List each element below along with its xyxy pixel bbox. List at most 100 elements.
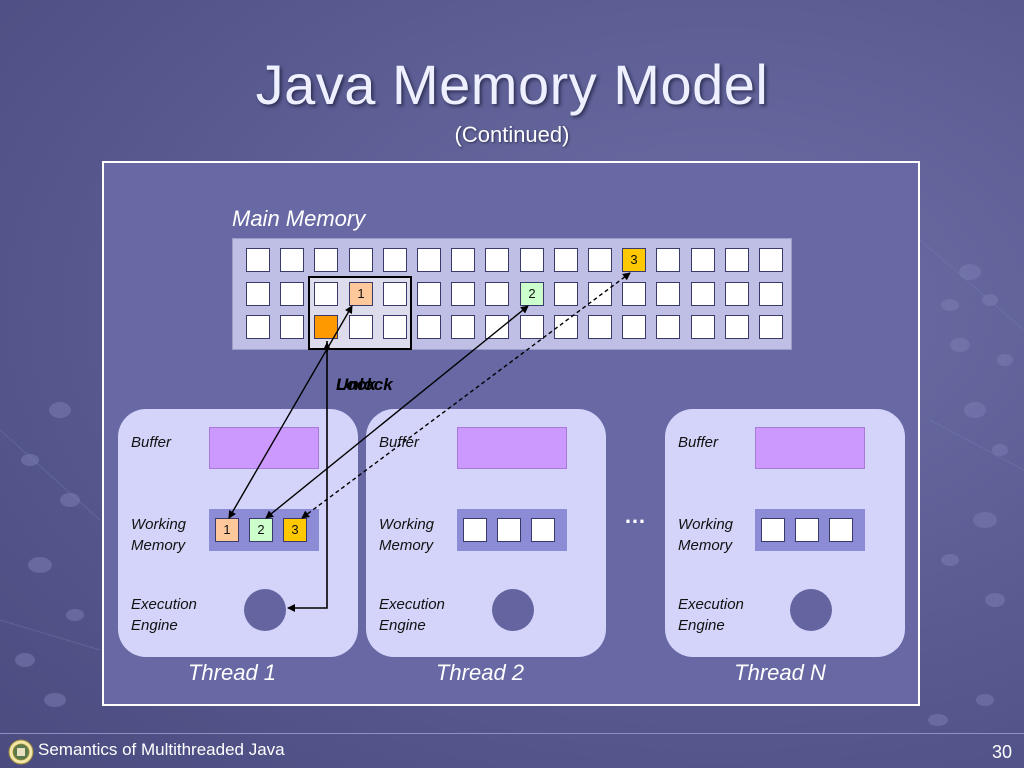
slide-subtitle: (Continued): [454, 122, 570, 147]
main-memory-cell: [417, 282, 441, 306]
main-memory-cell: [349, 315, 373, 339]
main-memory-cell: [554, 315, 578, 339]
working-memory-label: Working Memory: [379, 514, 434, 556]
main-memory-cell: [725, 315, 749, 339]
main-memory-cell: [383, 248, 407, 272]
main-memory-cell: [656, 248, 680, 272]
main-memory-cell: [759, 248, 783, 272]
footer-title: Semantics of Multithreaded Java: [38, 740, 285, 759]
main-memory-cell: [246, 315, 270, 339]
thread-1-box: Buffer Working Memory 1 2 3 Execution En…: [118, 409, 358, 657]
working-memory-box: 1 2 3: [209, 509, 319, 551]
working-cell-1: [463, 518, 487, 542]
execution-engine-label-line2: Engine: [678, 617, 725, 634]
execution-engine-label: Execution Engine: [678, 594, 744, 636]
execution-engine-label: Execution Engine: [379, 594, 445, 636]
main-memory-cell: [725, 282, 749, 306]
main-memory-cell: [691, 248, 715, 272]
execution-engine-label: Execution Engine: [131, 594, 197, 636]
more-threads-ellipsis: …: [624, 503, 646, 528]
main-memory-cell-highlighted: [314, 315, 338, 339]
footer-divider: [0, 733, 1024, 734]
thread-n-name: Thread N: [734, 660, 826, 685]
main-memory-cell: [554, 248, 578, 272]
buffer-block: [209, 427, 319, 469]
thread-2-name: Thread 2: [435, 660, 525, 685]
execution-engine-label-line2: Engine: [131, 617, 178, 634]
main-memory-cell: [622, 315, 646, 339]
working-cell-1: [761, 518, 785, 542]
main-memory-cell: [383, 315, 407, 339]
main-memory-cell: [554, 282, 578, 306]
execution-engine-label-line1: Execution: [678, 596, 744, 613]
main-memory-cell: [656, 282, 680, 306]
main-memory-cell: [314, 282, 338, 306]
main-memory-cell-highlighted: 3: [622, 248, 646, 272]
buffer-label: Buffer: [379, 434, 420, 451]
working-memory-label-line2: Memory: [131, 537, 186, 554]
execution-engine-label-line2: Engine: [379, 617, 426, 634]
working-cell-3: [829, 518, 853, 542]
main-memory-cell: [691, 282, 715, 306]
working-memory-label: Working Memory: [131, 514, 186, 556]
execution-engine-circle: [492, 589, 534, 631]
main-memory-cell: [759, 282, 783, 306]
working-memory-label-line1: Working: [379, 516, 435, 533]
main-memory-cell: [314, 248, 338, 272]
main-memory-cell: [451, 248, 475, 272]
working-cell-2: [497, 518, 521, 542]
buffer-block: [755, 427, 865, 469]
working-memory-label-line1: Working: [678, 516, 734, 533]
main-memory-cell: [691, 315, 715, 339]
thread-2-box: Buffer Working Memory Execution Engine: [366, 409, 606, 657]
main-memory-cell: [588, 282, 612, 306]
working-memory-box: [755, 509, 865, 551]
thread-1-name: Thread 1: [187, 660, 277, 685]
main-memory-cell: [280, 282, 304, 306]
main-memory-cell: [451, 282, 475, 306]
working-memory-label-line2: Memory: [678, 537, 733, 554]
main-memory-cell: [349, 248, 373, 272]
main-memory-cell: [485, 315, 509, 339]
working-memory-box: [457, 509, 567, 551]
main-memory-cell: [246, 282, 270, 306]
main-memory-cell: [417, 315, 441, 339]
main-memory-cell: [759, 315, 783, 339]
main-memory-cell: [485, 282, 509, 306]
main-memory-cell: [485, 248, 509, 272]
execution-engine-circle: [790, 589, 832, 631]
main-memory-cell: [656, 315, 680, 339]
main-memory-cell: [451, 315, 475, 339]
main-memory-cell: [417, 248, 441, 272]
main-memory-cell: [588, 248, 612, 272]
working-cell-1: 1: [215, 518, 239, 542]
unlock-text: Unlock: [336, 375, 393, 394]
main-memory-cell: [520, 315, 544, 339]
buffer-label: Buffer: [131, 434, 172, 451]
main-memory-cell: [246, 248, 270, 272]
main-memory-cell: [280, 248, 304, 272]
university-seal-icon: [8, 739, 34, 765]
working-cell-3: 3: [283, 518, 307, 542]
execution-engine-circle: [244, 589, 286, 631]
working-cell-3: [531, 518, 555, 542]
main-memory-cell: [383, 282, 407, 306]
buffer-block: [457, 427, 567, 469]
working-memory-label: Working Memory: [678, 514, 733, 556]
working-memory-label-line2: Memory: [379, 537, 434, 554]
thread-n-box: Buffer Working Memory Execution Engine: [665, 409, 905, 657]
main-memory-cell: [520, 248, 544, 272]
working-cell-2: 2: [249, 518, 273, 542]
main-memory-label: Main Memory: [232, 206, 366, 231]
execution-engine-label-line1: Execution: [379, 596, 445, 613]
main-memory-cell: [622, 282, 646, 306]
buffer-label: Buffer: [678, 434, 719, 451]
page-number: 30: [991, 742, 1012, 762]
slide-title: Java Memory Model: [255, 53, 769, 116]
main-memory-cell: [280, 315, 304, 339]
working-cell-2: [795, 518, 819, 542]
execution-engine-label-line1: Execution: [131, 596, 197, 613]
main-memory-cell: [725, 248, 749, 272]
working-memory-label-line1: Working: [131, 516, 187, 533]
main-memory-cell-highlighted: 2: [520, 282, 544, 306]
